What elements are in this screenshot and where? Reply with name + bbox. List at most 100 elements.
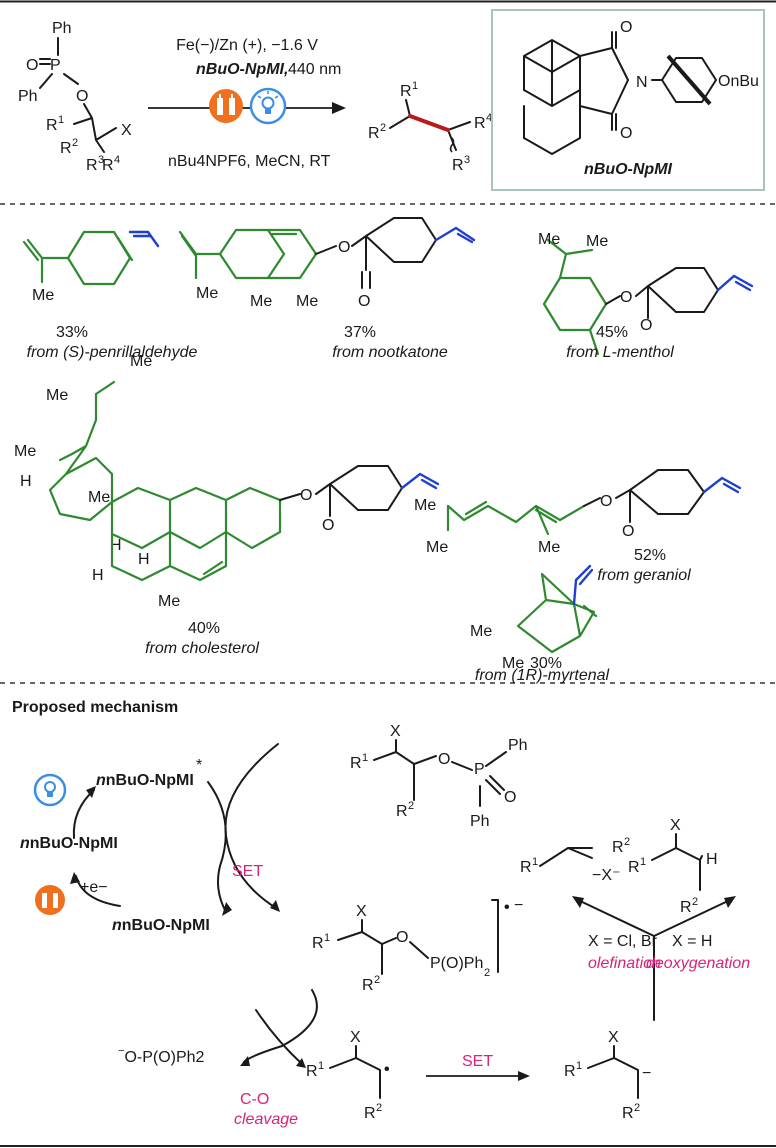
condition-catalyst: nBuO-NpMI, [196,61,288,78]
product-r4: R [474,115,486,132]
svg-text:2: 2 [408,800,414,812]
bulb-icon-cycle [33,773,67,807]
source-4: from geraniol [597,567,691,584]
product-penrillaldehyde: Me [22,230,160,304]
svg-text:2: 2 [634,1102,640,1114]
phosphate-anion: −O-P(O)Ph2 [118,1045,205,1066]
svg-text:X: X [350,1029,361,1046]
svg-text:Me: Me [196,285,218,302]
svg-text:R: R [364,1105,376,1122]
svg-text:R: R [612,839,624,856]
npmi-onbu: OnBu [718,73,759,90]
svg-text:1: 1 [324,932,330,944]
substrate-o: O [26,57,38,74]
svg-text:3: 3 [98,154,104,166]
svg-text:4: 4 [486,112,492,124]
svg-text:Me: Me [296,293,318,310]
svg-text:O: O [600,493,612,510]
product-r3: R [452,157,464,174]
svg-text:R: R [362,977,374,994]
svg-text:*: * [196,757,202,774]
svg-text:Me: Me [32,287,54,304]
svg-text:O: O [504,789,516,806]
minus-x: −X⁻ [592,867,620,884]
svg-text:Me: Me [538,231,560,248]
svg-text:Me: Me [502,655,524,672]
substrate-r2: R [60,140,72,157]
svg-text:X: X [390,723,401,740]
svg-text:Me: Me [14,443,36,460]
svg-text:•: • [384,1061,390,1078]
svg-text:2: 2 [380,122,386,134]
npmi-n: N [636,74,648,91]
svg-text:Me: Me [130,353,152,370]
substrate-ph2: Ph [18,88,38,105]
svg-text:H: H [706,851,718,868]
condition-line-3: nBu4NPF6, MeCN, RT [168,153,331,170]
svg-text:R: R [350,755,362,772]
yield-1: 33% [56,324,88,341]
svg-text:2: 2 [484,967,490,979]
svg-text:1: 1 [318,1060,324,1072]
svg-text:2: 2 [374,974,380,986]
svg-text:−: − [642,1065,651,1082]
svg-text:Me: Me [88,489,110,506]
svg-text:X: X [608,1029,619,1046]
electrode-icon [209,89,243,123]
svg-text:Me: Me [538,539,560,556]
source-1: from (S)-penrillaldehyde [27,344,198,361]
svg-text:O: O [640,317,652,334]
npmi-o2: O [620,125,632,142]
olefination-label: olefination [588,955,661,972]
svg-text:R: R [622,1105,634,1122]
ground-catalyst: nnBuO-NpMI [112,917,210,934]
substrate-r3: R [86,157,98,174]
catalyst-box [491,9,765,191]
source-3: from L-menthol [566,344,674,361]
yield-2: 37% [344,324,376,341]
svg-text:Me: Me [250,293,272,310]
catalyst-label: nBuO-NpMI [584,161,673,178]
svg-text:R: R [312,935,324,952]
svg-text:1: 1 [640,856,646,868]
svg-text:R: R [396,803,408,820]
svg-text:2: 2 [376,1102,382,1114]
cleavage-label-1: C-O [240,1091,269,1108]
set-label-1: SET [232,863,263,880]
electron-label: +e− [80,879,108,896]
svg-text:1: 1 [532,856,538,868]
condition-wavelength: 440 nm [288,61,341,78]
svg-text:Me: Me [414,497,436,514]
svg-text:Me: Me [46,387,68,404]
svg-text:3: 3 [464,154,470,166]
radical-anion-catalyst: nnBuO-NpMI [20,835,118,852]
substrate-p: P [50,57,61,74]
product-r2: R [368,125,380,142]
svg-text:Me: Me [586,233,608,250]
svg-text:Me: Me [426,539,448,556]
cleavage-label-2: cleavage [234,1111,298,1128]
svg-text:2: 2 [72,137,78,149]
yield-5: 40% [188,620,220,637]
substrate-o2: O [76,88,88,105]
svg-text:H: H [110,537,122,554]
substrate-r4: R [102,157,114,174]
bulb-icon [249,87,287,125]
svg-text:H: H [138,551,150,568]
svg-text:Me: Me [470,623,492,640]
svg-text:H: H [92,567,104,584]
svg-text:Ph: Ph [470,813,490,830]
product-geraniol: Me Me Me O O [414,469,742,556]
svg-text:1: 1 [412,80,418,92]
svg-text:X: X [356,903,367,920]
yield-4: 52% [634,547,666,564]
substrate-ph1: Ph [52,20,72,37]
svg-text:O: O [300,487,312,504]
svg-text:O: O [622,523,634,540]
product-r1: R [400,83,412,100]
svg-text:R: R [628,859,640,876]
